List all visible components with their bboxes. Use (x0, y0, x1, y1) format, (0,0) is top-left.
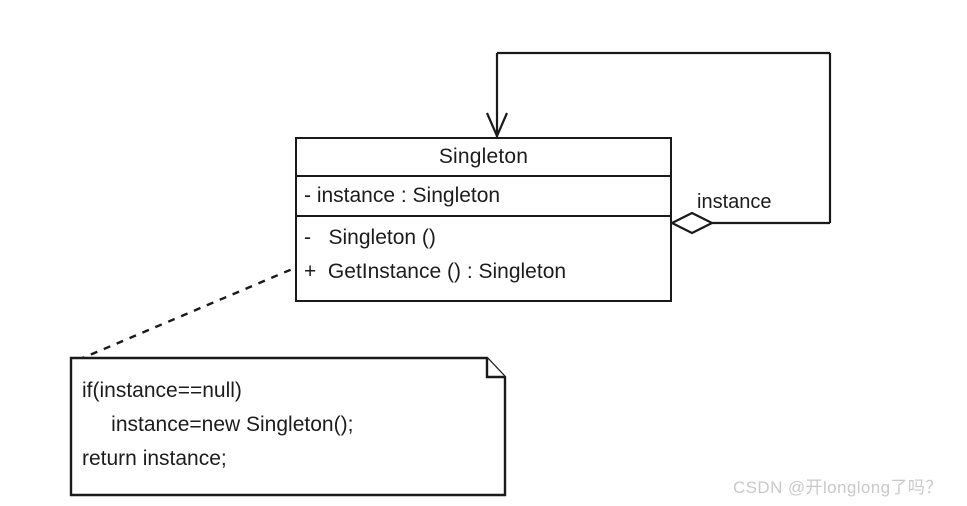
csdn-watermark: CSDN @开longlong了吗？ (733, 478, 943, 497)
class-operation-constructor: - Singleton () (304, 226, 436, 249)
association-arrowhead-icon (485, 112, 509, 139)
note-line-2: instance=new Singleton(); (82, 413, 354, 436)
uml-note-box[interactable]: if(instance==null) instance=new Singleto… (70, 357, 505, 496)
class-attribute-instance: - instance : Singleton (304, 184, 501, 207)
uml-class-singleton[interactable]: Singleton - instance : Singleton - Singl… (295, 137, 672, 302)
class-name-label: Singleton (438, 145, 529, 168)
note-shape (69, 356, 507, 497)
note-line-1: if(instance==null) (82, 379, 242, 402)
aggregation-diamond-icon (669, 211, 715, 235)
note-anchor-dashed-line (77, 265, 298, 362)
class-attribute-compartment: - instance : Singleton (297, 177, 670, 217)
self-association-line (495, 51, 832, 225)
class-operations-compartment: - Singleton () + GetInstance () : Single… (297, 217, 670, 289)
class-name-compartment: Singleton (297, 139, 670, 177)
association-role-label: instance (697, 191, 772, 213)
class-operation-getinstance: + GetInstance () : Singleton (304, 260, 567, 283)
note-line-3: return instance; (82, 447, 227, 470)
